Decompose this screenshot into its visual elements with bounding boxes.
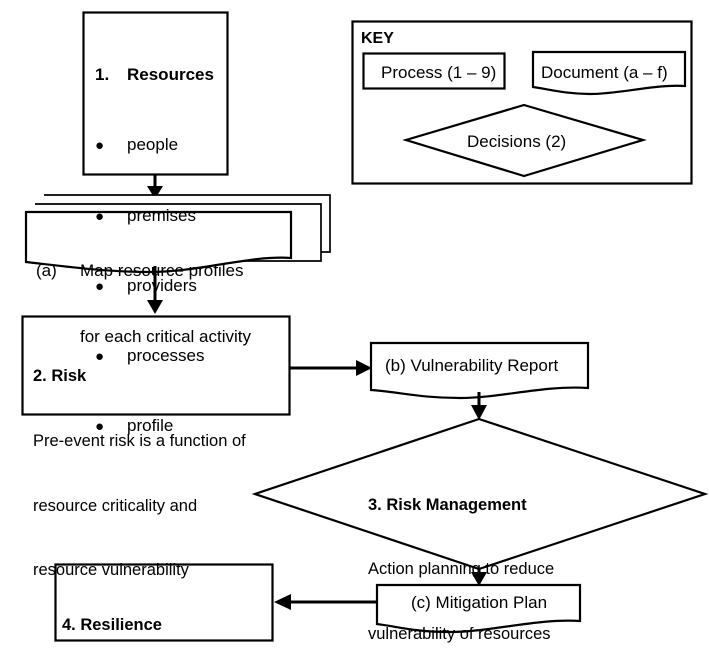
resources-title: Resources: [127, 65, 214, 85]
bullet-icon: ●: [95, 277, 105, 295]
doc-a-content: (a) Map resource profiles for each critic…: [36, 216, 251, 393]
key-process-sample: [362, 52, 506, 90]
resources-item-label: processes: [127, 345, 205, 365]
doc-a-line-1-text: Map resource profiles: [80, 261, 244, 281]
connector-doc-a-to-risk: [147, 266, 163, 314]
doc-a-line-1: (a) Map resource profiles: [36, 260, 251, 282]
key-decision-label: Decisions (2): [467, 132, 567, 151]
risk-management-line-2: vulnerability of resources: [368, 624, 551, 643]
risk-management-heading: 3. Risk Management: [368, 495, 527, 514]
doc-a-front-sheet[interactable]: [24, 210, 293, 274]
risk-content: 2. Risk Pre-event risk is a function of …: [33, 323, 246, 624]
key-decision-sample: [402, 103, 647, 178]
doc-a-tag: (a): [36, 261, 57, 281]
risk-line-1: Pre-event risk is a function of: [33, 432, 246, 451]
doc-b-vulnerability-report[interactable]: [369, 341, 590, 400]
risk-line-3: resource vulnerability: [33, 560, 189, 579]
key-title: KEY: [361, 30, 394, 47]
resources-item-label: premises: [127, 205, 196, 225]
doc-b-label: (b) Vulnerability Report: [385, 356, 559, 375]
resilience-box[interactable]: [55, 564, 273, 641]
key-document-label: Document (a – f): [541, 63, 668, 82]
connector-doc-b-to-risk-management: [471, 392, 487, 420]
risk-line-2: resource criticality and: [33, 496, 198, 515]
resources-title-row: 1. Resources: [95, 64, 214, 90]
resources-box[interactable]: [83, 12, 228, 175]
resilience-heading: 4. Resilience: [62, 615, 162, 634]
key-document-sample: [531, 50, 687, 96]
resources-item-label: people: [127, 135, 179, 155]
resources-item-people: ● people: [95, 134, 214, 160]
resources-item-label: profile: [127, 416, 174, 436]
resources-content: 1. Resources ● people ● premises ● provi…: [95, 20, 214, 485]
bullet-icon: ●: [95, 418, 105, 436]
doc-c-mitigation-plan[interactable]: [375, 583, 582, 634]
resources-item-premises: ● premises: [95, 205, 214, 231]
connector-doc-c-to-resilience: [274, 594, 377, 610]
risk-box[interactable]: [22, 316, 290, 415]
connector-risk-management-to-doc-c: [471, 568, 487, 586]
bullet-icon: ●: [95, 207, 105, 225]
risk-management-line-1: Action planning to reduce: [368, 560, 555, 579]
doc-a-line-2: for each critical activity: [80, 327, 251, 347]
resources-item-profile: ● profile: [95, 415, 214, 441]
risk-management-content: 3. Risk Management Action planning to re…: [368, 452, 554, 655]
risk-heading: 2. Risk: [33, 366, 87, 385]
key-process-label: Process (1 – 9): [381, 63, 497, 82]
connector-resources-to-doc-a: [147, 175, 163, 199]
bullet-icon: ●: [95, 137, 105, 155]
bullet-icon: ●: [95, 347, 105, 365]
resources-item-providers: ● providers: [95, 275, 214, 301]
resources-item-label: providers: [127, 275, 197, 295]
resources-item-processes: ● processes: [95, 345, 214, 371]
resources-number: 1.: [95, 65, 110, 85]
resilience-content: 4. Resilience Entity is now more able to…: [62, 572, 239, 655]
connector-risk-to-doc-b: [290, 360, 372, 376]
doc-c-label: (c) Mitigation Plan: [411, 593, 548, 612]
